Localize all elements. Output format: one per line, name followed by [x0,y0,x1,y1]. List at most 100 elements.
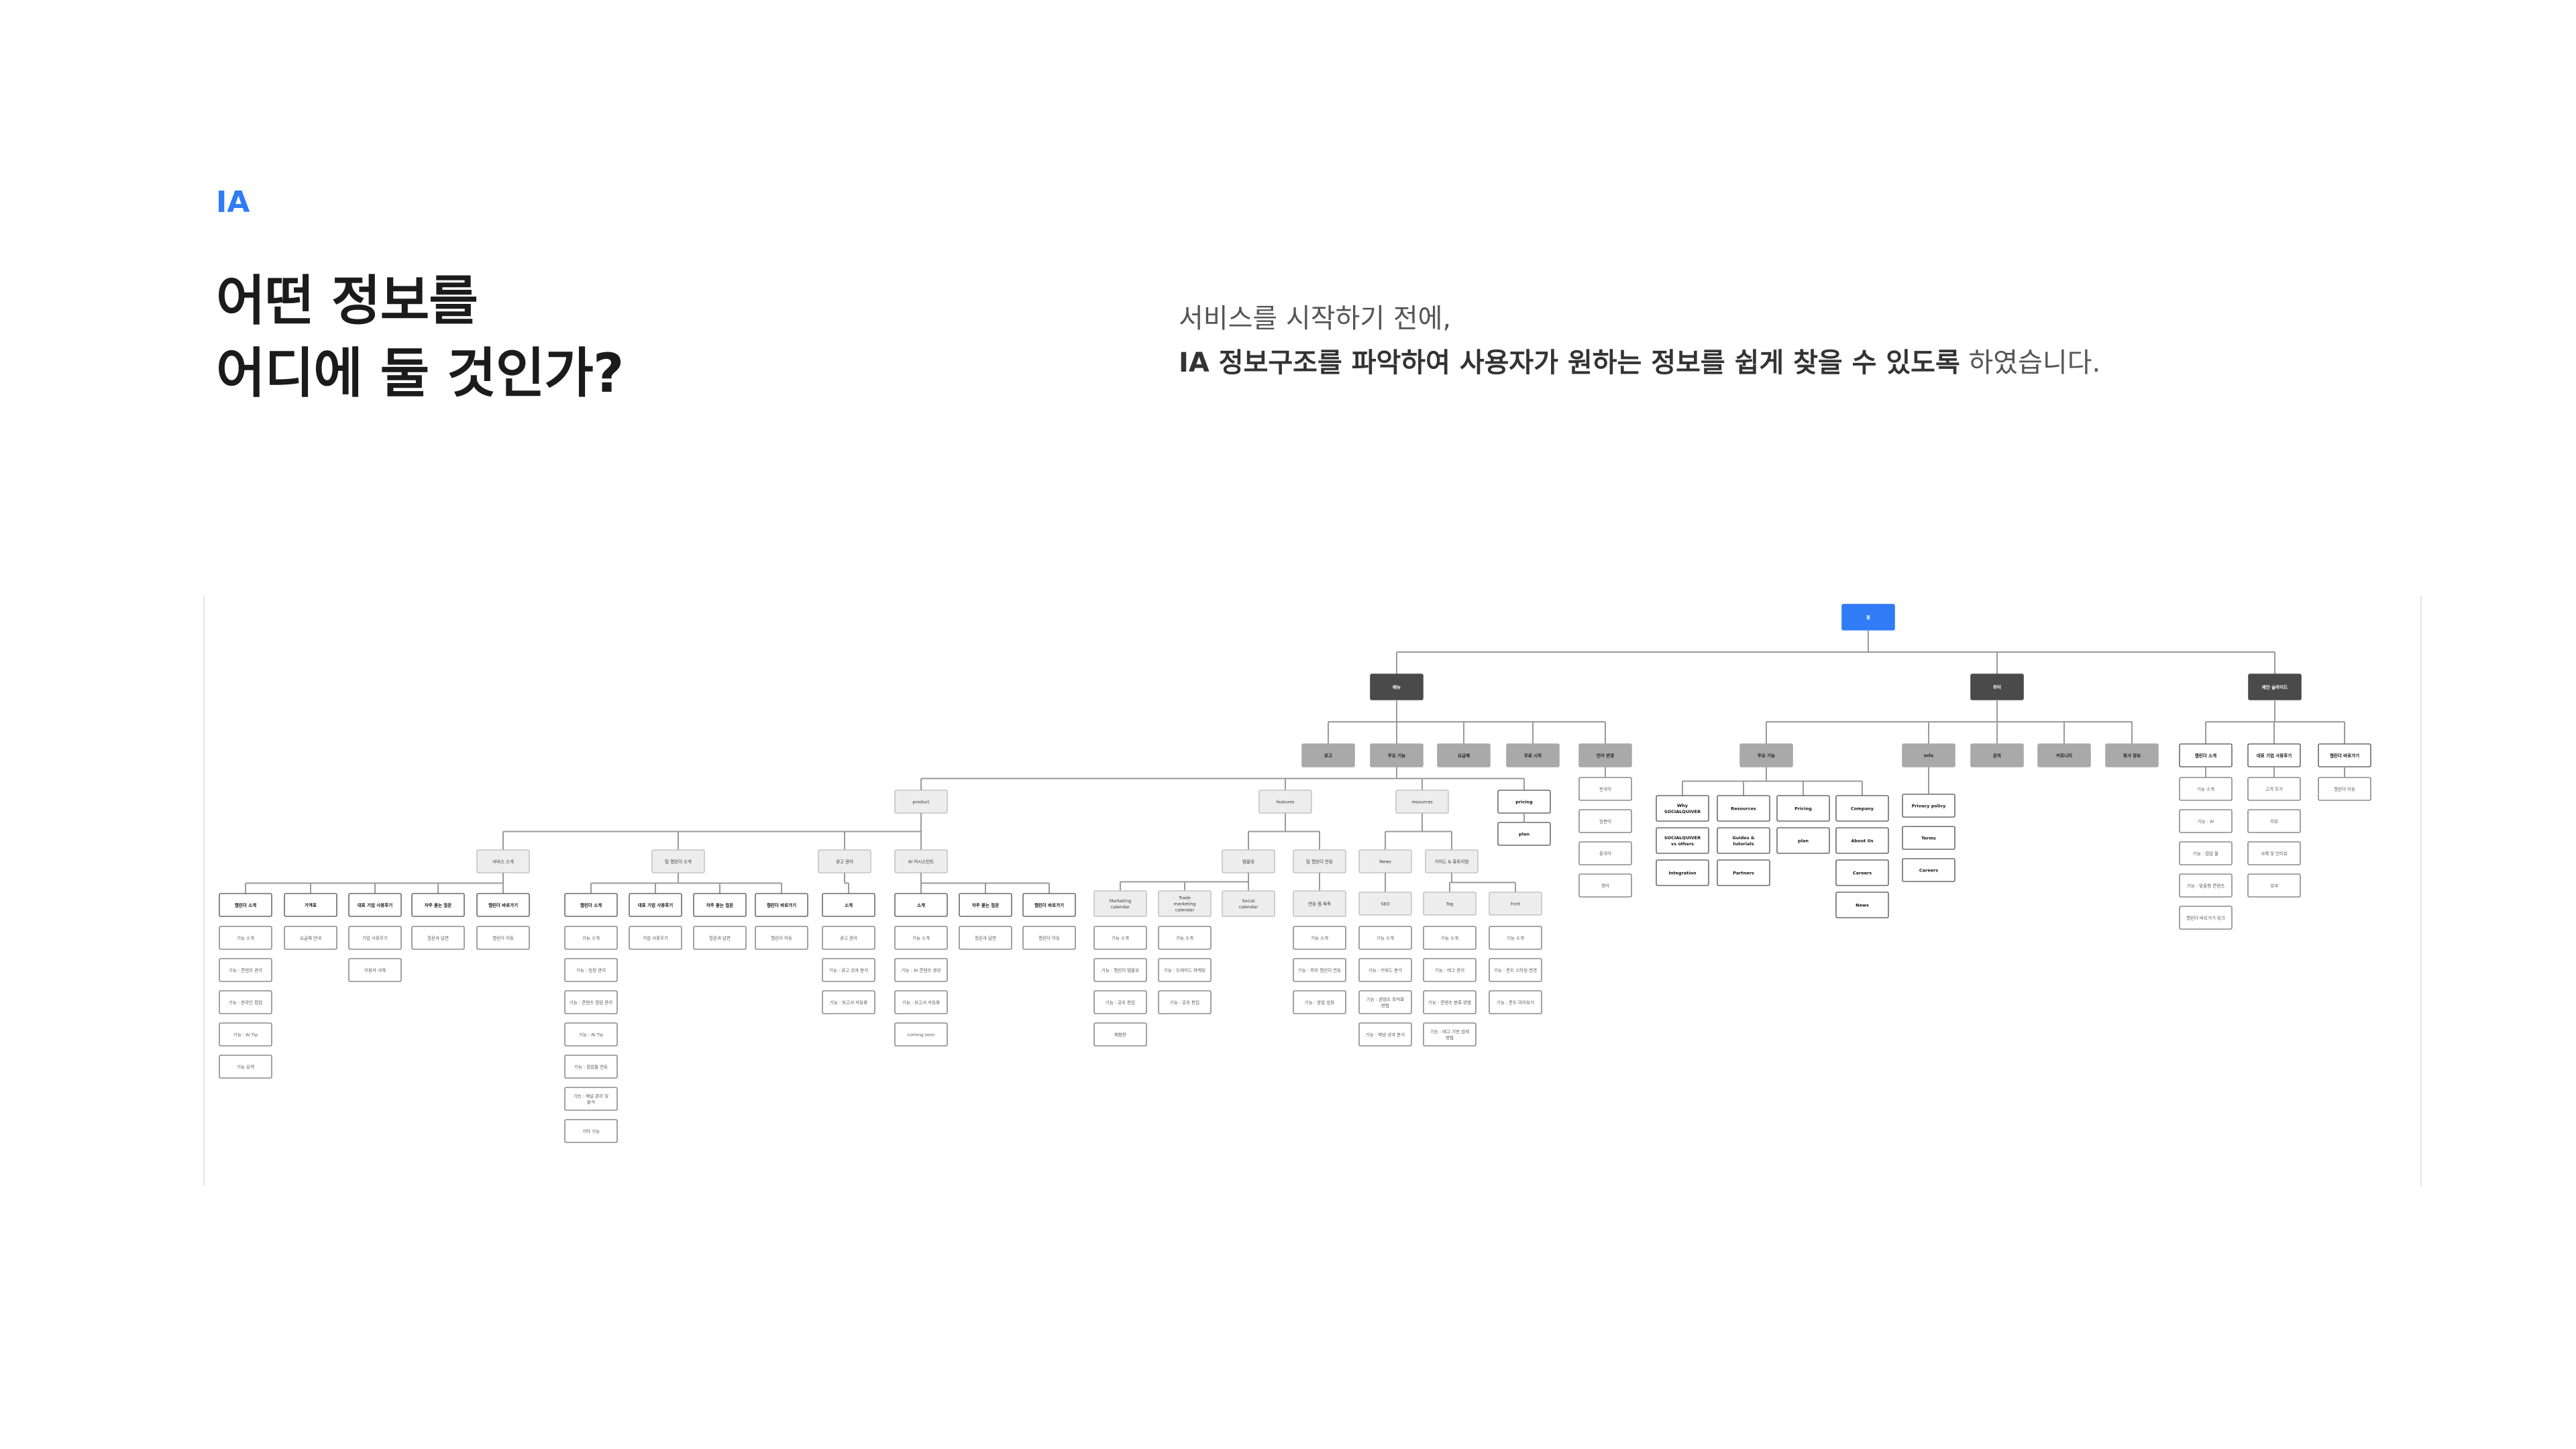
product-child-item-box [894,1022,948,1046]
slide-group-node-label: 대표 기업 사용후기 [2257,752,2292,758]
product-child-item-box [894,958,948,982]
product-child-node-label: 소개 [845,902,853,908]
product-child-node-label: 자주 묻는 질문 [706,902,733,908]
features-child-item-box [1158,926,1212,950]
footer-feature-node-label: Company [1851,806,1874,811]
product-child-node-label: 대표 기업 사용후기 [358,902,392,908]
resources-child-item-label: 방법 [1381,1002,1389,1008]
product-group-node-label: AI 어시스턴트 [908,858,934,864]
product-child-item-label: 캘린더 이동 [1038,934,1060,941]
slide-group-item-box [2247,841,2301,865]
footer-feature-node-box [1717,827,1770,854]
level1-node-label: 메뉴 [1393,684,1401,690]
slide-group-node-label: 캘린더 소개 [2195,752,2216,758]
slide-group-item-label: 성과 [2270,882,2278,888]
slide-group-item-box [2247,873,2301,898]
product-child-node-box [755,893,808,917]
features-child-item-box [1293,958,1346,982]
resources-child-node-box [1358,892,1412,916]
product-child-item-label: 기능 : AI 콘텐츠 생성 [902,967,941,973]
menu-item-node-label: 로고 [1324,753,1332,758]
main-feature-node-label: features [1277,799,1295,804]
slide-group-item-label: 리뷰 [2270,818,2278,824]
footer-feature-node-label: About Us [1851,838,1873,843]
footer-feature-node-box [1656,827,1709,854]
product-child-node-label: 가격표 [305,902,317,908]
product-child-item-box [894,926,948,950]
description: 서비스를 시작하기 전에, IA 정보구조를 파악하여 사용자가 원하는 정보를… [1179,297,2100,385]
slide-group-item-label: 캘린더 이동 [2334,786,2355,792]
product-child-item-label: 기능 : 협업툴 연동 [574,1063,608,1069]
product-child-item-box [1022,926,1076,950]
language-option-node-label: 한국어 [1599,786,1611,792]
footer-item-node-label: 문의 [1993,752,2001,758]
slide-group-item-box [2179,906,2233,930]
headline-line-2: 어디에 둘 것인가? [216,342,624,405]
product-child-item-label: 요금제 안내 [300,934,321,941]
features-child-item-label: 기능 : 공유 편집 [1106,999,1135,1005]
features-child-item-box [1093,990,1147,1014]
footer-feature-node-box [1717,795,1770,822]
product-child-item-label: 기능 : 온라인 협업 [229,999,262,1005]
menu-item-node-label: 언어 변경 [1597,752,1614,758]
product-child-item-label: 기능 소개 [912,934,930,941]
footer-feature-node-box [1835,795,1889,822]
footer-feature-node-label: Why [1677,803,1688,808]
product-child-node-label: 캘린더 바로가기 [767,902,796,908]
features-child-item-label: 기능 소개 [1311,934,1328,941]
resources-child-item-box [1358,958,1412,982]
footer-info-node-label: Terms [1921,835,1936,841]
features-group-node-label: 템플릿 [1242,859,1254,864]
product-child-item-box [564,1055,618,1079]
resources-child-item-label: 기능 : 콘텐츠 최적화 [1366,996,1404,1002]
main-feature-node-label: resources [1411,799,1433,804]
product-child-node-box [693,893,747,917]
product-child-item-box [219,1055,272,1079]
slide-group-item-box [2318,777,2371,801]
product-child-item-box [564,926,618,950]
footer-feature-node-box [1835,892,1889,918]
description-rest: 하였습니다. [1960,347,2101,378]
menu-item-node-box [1506,743,1560,767]
footer-feature-node-label: Careers [1853,870,1872,875]
product-child-node-box [894,893,948,917]
resources-child-node-label: Tag [1445,901,1453,906]
features-child-node-box [1293,890,1346,917]
slide-group-item-box [2179,777,2233,801]
footer-feature-node-label: vs others [1671,841,1694,847]
product-group-node-label: 광고 관리 [836,858,853,864]
menu-item-node-box [1301,743,1355,767]
features-child-node-label: calendar [1175,907,1195,912]
product-child-node-box [476,893,530,917]
footer-feature-node-box [1776,795,1830,822]
product-child-node-box [348,893,402,917]
footer-feature-node-box [1656,795,1709,822]
product-child-item-box [822,926,875,950]
slide-group-item-label: 사례 및 인터뷰 [2261,850,2288,856]
product-child-item-box [348,926,402,950]
footer-feature-node-label: Guides & [1732,835,1754,841]
language-option-node-label: 영어 [1601,882,1609,888]
product-child-node-box [822,893,875,917]
features-child-item-label: 기능 소개 [1176,934,1193,941]
language-option-node-label: 일본어 [1599,818,1611,824]
product-child-node-label: 소개 [917,902,925,908]
section-label: IA [216,185,250,219]
language-option-node-label: 중국어 [1599,850,1611,856]
description-line-2: IA 정보구조를 파악하여 사용자가 원하는 정보를 쉽게 찾을 수 있도록 하… [1179,341,2100,385]
headline-line-1: 어떤 정보를 [216,270,478,332]
product-child-item-box [219,926,272,950]
slide-group-item-label: 기능 : AI [2198,818,2214,824]
product-child-item-label: 이용자 사례 [364,967,386,973]
product-child-item-box [564,1022,618,1046]
slide-group-item-box [2179,841,2233,865]
features-child-item-label: 기능 : 공유 편집 [1170,999,1199,1005]
product-child-item-box [894,990,948,1014]
features-child-node-box [1093,890,1147,917]
slide-group-item-box [2247,777,2301,801]
resources-child-item-label: 기능 : 태그 관리 [1435,967,1464,973]
resources-group-node-label: 가이드 & 튜토리얼 [1434,858,1468,864]
resources-child-item-box [1423,926,1477,950]
slide-group-item-box [2247,809,2301,833]
